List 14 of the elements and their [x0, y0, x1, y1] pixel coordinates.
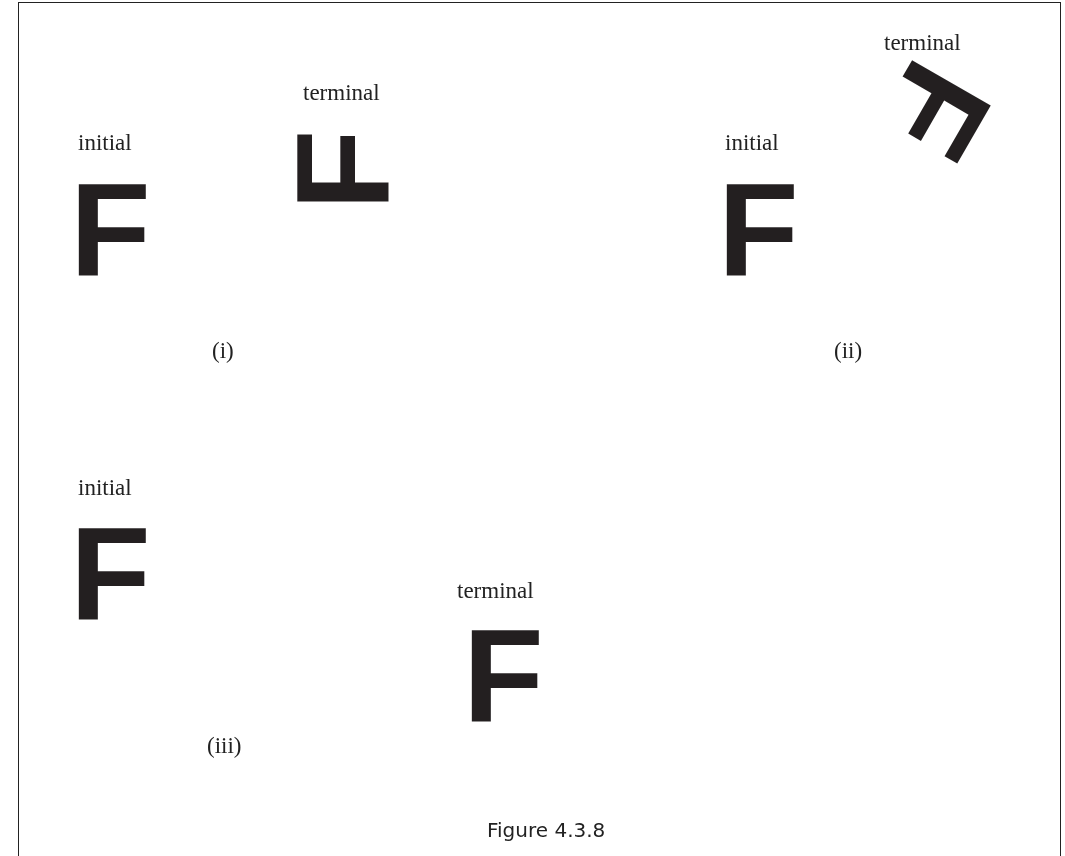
position-label: initial [725, 130, 779, 156]
position-label: terminal [303, 80, 380, 106]
position-label: initial [78, 475, 132, 501]
panel-label: (ii) [834, 338, 863, 364]
position-label: initial [78, 130, 132, 156]
letter-f: F [293, 129, 394, 211]
letter-f: F [70, 524, 151, 624]
letter-f: F [70, 180, 151, 280]
panel-label: (i) [212, 338, 234, 364]
position-label: terminal [457, 578, 534, 604]
letter-f: F [463, 626, 544, 726]
figure-caption: Figure 4.3.8 [487, 818, 606, 842]
letter-f: F [718, 180, 799, 280]
panel-label: (iii) [207, 733, 242, 759]
